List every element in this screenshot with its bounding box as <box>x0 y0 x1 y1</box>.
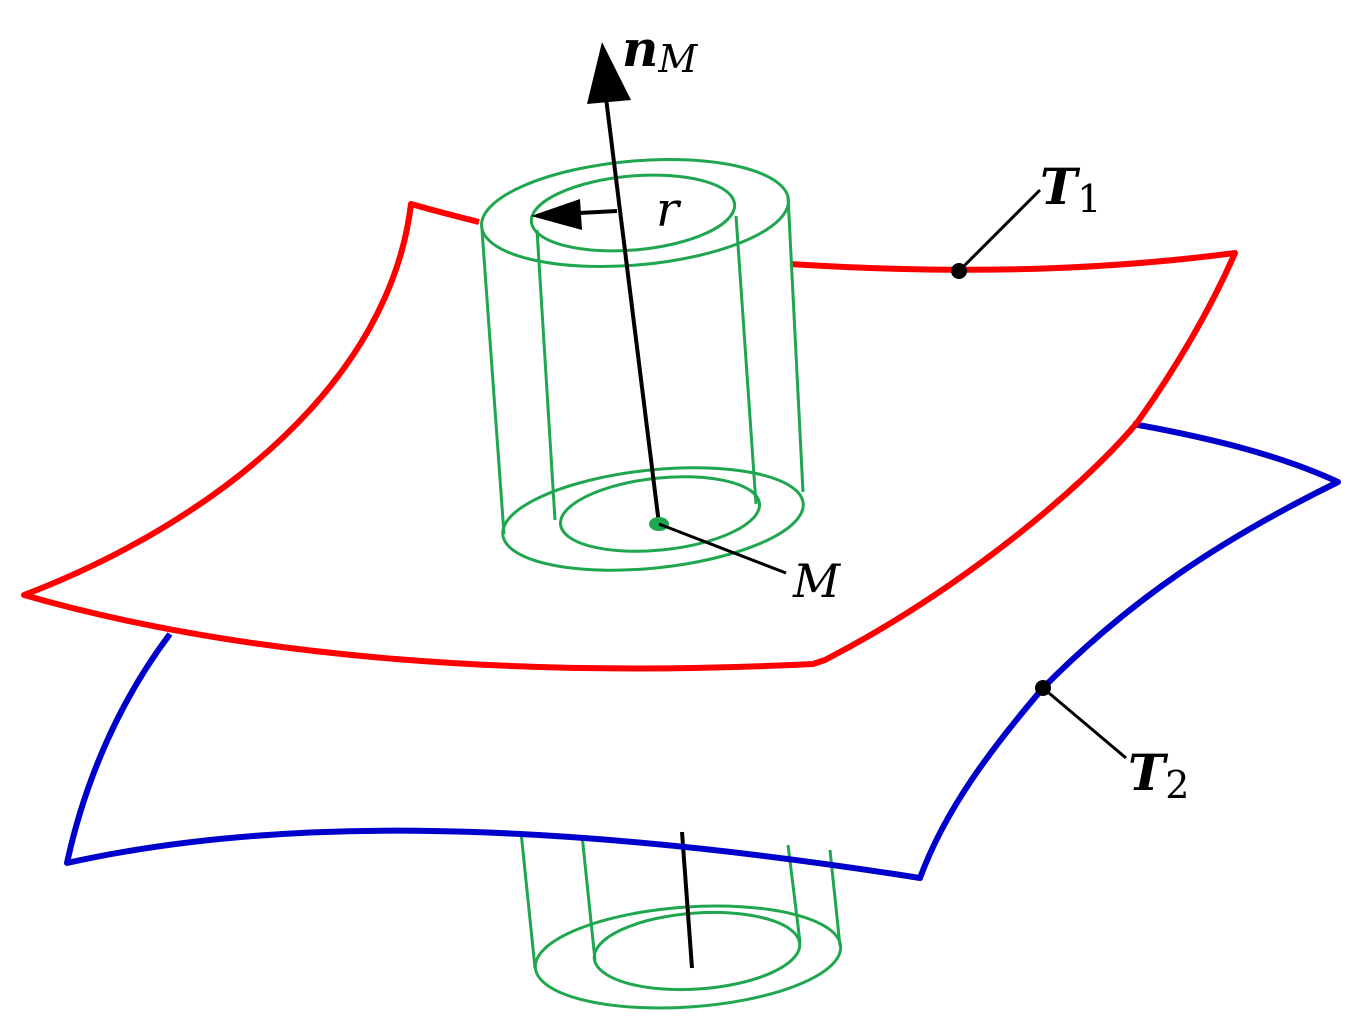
radius-label: r <box>656 182 682 238</box>
t1-leader-dot <box>951 263 967 279</box>
lower-cylinder-inner-ellipse <box>592 910 802 992</box>
upper-cylinder-outer-bottom-ellipse <box>501 466 805 572</box>
t2-leader-dot <box>1035 680 1051 696</box>
upper-cylinder-outer-top-ellipse <box>480 157 790 269</box>
upper-cylinder-outer-left-line <box>480 229 506 535</box>
upper-cylinder <box>480 157 805 572</box>
point-m-leader <box>658 522 787 575</box>
surface-t2-edge <box>64 421 1341 881</box>
upper-cylinder-outer-right-line <box>786 195 805 493</box>
normal-vector-arrowhead <box>587 42 631 104</box>
surface-t1-edge-left-front <box>21 201 1238 672</box>
point-m-label: M <box>792 554 842 608</box>
upper-cylinder-inner-right-line <box>734 215 758 505</box>
lower-cylinder-outer-ellipse <box>533 904 843 1010</box>
surface-t2-label: T2 <box>1128 743 1189 807</box>
upper-cylinder-inner-bottom-ellipse <box>558 475 762 553</box>
normal-axis-lower-segment <box>680 831 694 969</box>
surface-t1-label: T1 <box>1040 157 1101 221</box>
normal-vector-shaft <box>604 97 661 525</box>
upper-cylinder-inner-left-line <box>535 229 557 521</box>
t2-leader <box>1042 686 1127 760</box>
t1-leader <box>957 188 1042 273</box>
radius-arrow-head <box>531 199 582 230</box>
lower-cylinder-inner-left-line <box>580 834 597 961</box>
normal-vector-label: nM <box>622 19 698 81</box>
lower-cylinder-outer-left-line <box>519 831 537 969</box>
upper-cylinder-inner-top-ellipse <box>529 173 737 253</box>
